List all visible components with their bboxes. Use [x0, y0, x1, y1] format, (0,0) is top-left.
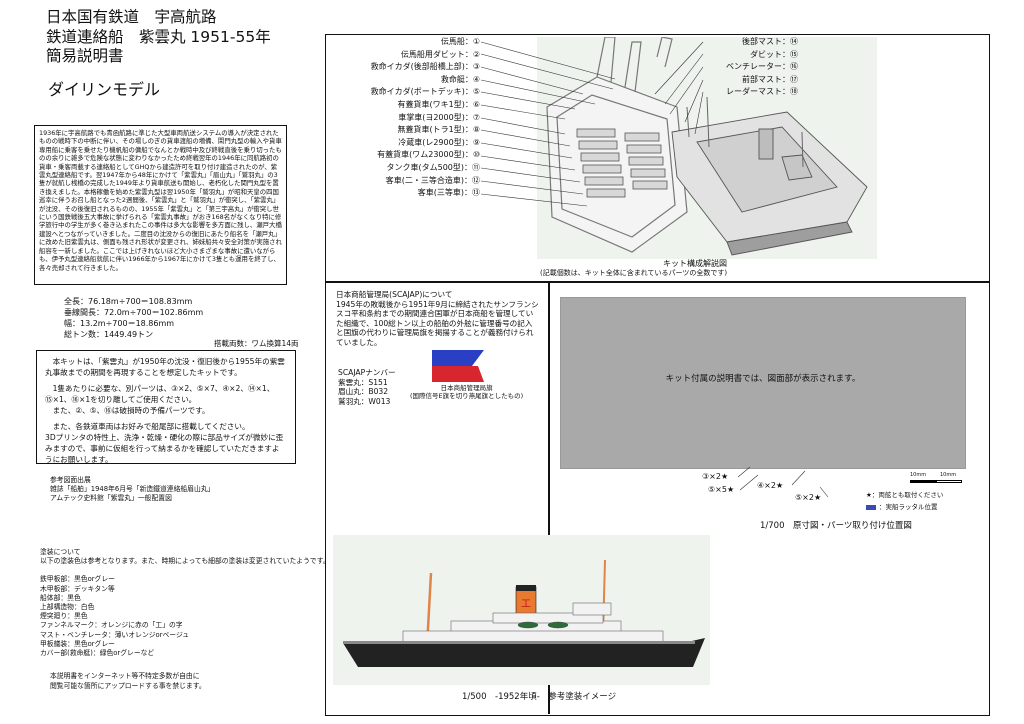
ref-title: 参考図面出展 [50, 476, 91, 484]
flag-caption-detail: (国際信号E旗を切り燕尾旗としたもの) [410, 392, 524, 400]
scale-label: 10mm [910, 472, 927, 478]
copyright-note: 本説明書をインターネット等不特定多数が自由に 閲覧可能な箇所にアップロードする事… [50, 672, 206, 691]
kit-diagram-caption: キット構成解説図 [663, 259, 727, 268]
part-label: 後部マスト：⑭ [742, 37, 798, 46]
part-label: 冷蔵車(レ2900型)：⑨ [398, 137, 480, 147]
paint-item: 鉄甲板部：黒色orグレー [40, 575, 115, 584]
ref-item: アムテック史料館「紫雲丸」一般配置図 [50, 494, 172, 502]
history-text: 1936年に宇高航路でも青函航路に準じた大型車両航送システムの導入が決定されたも… [34, 125, 287, 285]
spec-tonnage: 総トン数：1449.49トン [64, 330, 154, 339]
scale-bar: 10mm 10mm [910, 472, 965, 492]
marker-leaders [737, 466, 829, 498]
kit-note-p5: 3Dプリンタの特性上、洗浄・乾燥・硬化の際に部品サイズが微妙に歪みますので、事前… [45, 433, 284, 464]
kit-diagram-note: (記載個数は、キット全体に含まれているパーツの全数です) [540, 269, 728, 277]
flag-caption: 日本商船管理局旗 (国際信号E旗を切り燕尾旗としたもの) [410, 384, 523, 400]
frame-divider-vertical [548, 282, 550, 714]
placeholder-text: キット付属の説明書では、図面部が表示されます。 [665, 374, 861, 384]
kit-note-p3: また、②、⑤、⑯は破損時の予備パーツです。 [52, 406, 210, 415]
drawing-placeholder: キット付属の説明書では、図面部が表示されます。 [560, 297, 966, 469]
leader-lines [480, 41, 704, 207]
reference-list: 参考図面出展 雑誌「船舶」1948年6月号「新造鐵道連絡船眉山丸」 アムテック史… [50, 476, 214, 503]
footer-line-2: 閲覧可能な箇所にアップロードする事を禁じます。 [50, 681, 206, 690]
parts-list-left: 伝馬船：① 伝馬船用ダビット：② 救命イカダ(後部船橋上部)：③ 救命艇：④ 救… [330, 36, 480, 200]
legend-star: ★：両舷とも取付ください [866, 491, 944, 499]
scajap-number: 眉山丸：B032 [338, 387, 389, 396]
ship-side-view: 工 [343, 559, 705, 667]
kit-parts-illustration [537, 36, 877, 259]
scajap-numbers-title: SCAJAPナンバー [338, 368, 396, 377]
footer-line-1: 本説明書をインターネット等不特定多数が自由に [50, 672, 200, 680]
spec-list: 全長：76.18m÷700＝108.83mm 垂線間長：72.0m÷700＝10… [64, 296, 203, 340]
painted-ship-illustration: 工 [333, 535, 710, 685]
part-marker: ③×2★ [702, 472, 729, 481]
title-line-1: 日本国有鉄道 宇高航路 [46, 8, 217, 26]
part-label: 救命イカダ(後部船橋上部)：③ [370, 62, 480, 72]
scale-label: 10mm [940, 472, 957, 478]
spec-beam: 幅：13.2m÷700＝18.86mm [64, 319, 175, 328]
wagon-capacity: 搭載両数：ワム換算14両 [214, 339, 299, 348]
part-label: 客車(二・三等合造車)：⑫ [385, 175, 480, 185]
part-label: 有蓋貨車(ワム23000型)：⑩ [377, 150, 480, 160]
part-label: 客車(三等車)：⑬ [417, 188, 480, 198]
part-marker: ⑤×2★ [795, 493, 822, 502]
ladder-swatch [866, 504, 876, 510]
original-drawing-caption: 1/700 原寸図・パーツ取り付け位置図 [760, 521, 912, 531]
parts-list-right: 後部マスト：⑭ ダビット：⑮ ベンチレーター：⑯ 前部マスト：⑰ レーダーマスト… [700, 36, 798, 99]
part-label: 車掌車(ヨ2000型)：⑦ [398, 112, 480, 122]
part-label: 伝馬船：① [440, 37, 480, 46]
kit-note: 本キットは、「紫雲丸」が1950年の沈没・復旧後から1955年の紫雲丸事故までの… [36, 350, 296, 464]
paint-item: カバー部(救命艇)：緑色orグレーなど [40, 649, 155, 658]
part-label: 前部マスト：⑰ [742, 74, 798, 84]
legend-ladder: ：実船ラッタル位置 [866, 501, 943, 513]
title-line-3: 簡易説明書 [46, 47, 124, 65]
maker-name: ダイリンモデル [48, 80, 161, 99]
document-title: 日本国有鉄道 宇高航路 鉄道連絡船 紫雲丸 1951-55年 簡易説明書 [46, 8, 271, 67]
part-label: ベンチレーター：⑯ [726, 62, 798, 72]
paint-item: ファンネルマーク：オレンジに赤の「工」の字 [40, 621, 183, 630]
legend: ★：両舷とも取付ください ：実船ラッタル位置 [866, 489, 943, 513]
part-label: 有蓋貨車(ワキ1型)：⑥ [397, 99, 480, 109]
paint-title: 塗装について [40, 548, 81, 556]
part-label: 救命艇：④ [440, 74, 480, 84]
paint-item: 煙突廻り：黒色 [40, 612, 88, 621]
kit-note-p4: また、各鉄道車両はお好みで船尾部に搭載してください。 [52, 422, 250, 431]
paint-item: マスト・ベンチレータ：薄いオレンジorベージュ [40, 630, 190, 639]
kit-sprue-drawing [546, 36, 868, 256]
spec-length: 全長：76.18m÷700＝108.83mm [64, 297, 193, 306]
paint-item: 船体部：黒色 [40, 593, 81, 602]
scajap-numbers: SCAJAPナンバー 紫雲丸：S151 眉山丸：B032 鷲羽丸：W013 [338, 368, 396, 406]
part-label: タンク車(タム500型)：⑪ [386, 162, 480, 172]
scajap-number: 鷲羽丸：W013 [338, 396, 391, 406]
scajap-number: 紫雲丸：S151 [338, 377, 388, 387]
part-label: レーダーマスト：⑱ [726, 87, 798, 97]
kit-note-p2: 1隻あたりに必要な、別パーツは、③×2、⑤×7、④×2、⑭×1、⑮×1、⑯×1を… [45, 384, 275, 404]
paint-item: 木甲板部：デッキタン等 [40, 584, 115, 593]
legend-ladder-text: ：実船ラッタル位置 [879, 503, 938, 511]
kit-note-p1: 本キットは、「紫雲丸」が1950年の沈没・復旧後から1955年の紫雲丸事故までの… [45, 357, 285, 377]
paint-notes: 塗装について 以下の塗装色は参考となります。また、時期によっても細部の塗装は変更… [40, 548, 340, 658]
part-label: 無蓋貨車(トラ1型)：⑧ [397, 125, 480, 135]
flag-caption-title: 日本商船管理局旗 [440, 384, 493, 392]
part-label: 救命イカダ(ボートデッキ)：⑤ [370, 87, 480, 97]
title-line-2: 鉄道連絡船 紫雲丸 1951-55年 [46, 27, 271, 46]
frame-divider-horizontal [325, 281, 990, 283]
part-marker: ④×2★ [757, 481, 784, 490]
paint-intro: 以下の塗装色は参考となります。また、時期によっても細部の塗装は変更されていたよう… [40, 557, 330, 566]
scajap-flag [432, 350, 484, 382]
svg-text:工: 工 [521, 599, 531, 610]
part-label: 伝馬船用ダビット：② [400, 49, 480, 59]
ref-item: 雑誌「船舶」1948年6月号「新造鐵道連絡船眉山丸」 [50, 485, 215, 493]
paint-item: 上部構造物：白色 [40, 603, 95, 612]
scajap-text: 日本商船管理局(SCAJAP)について 1945年の敗戦後から1951年9月に締… [336, 290, 539, 347]
paint-item: 甲板艤装：黒色orグレー [40, 639, 115, 648]
spec-lpp: 垂線間長：72.0m÷700＝102.86mm [64, 308, 204, 317]
part-marker: ⑤×5★ [708, 485, 735, 494]
part-label: ダビット：⑮ [750, 49, 798, 59]
paint-image-caption: 1/500 -1952年頃- 参考塗装イメージ [462, 692, 617, 702]
